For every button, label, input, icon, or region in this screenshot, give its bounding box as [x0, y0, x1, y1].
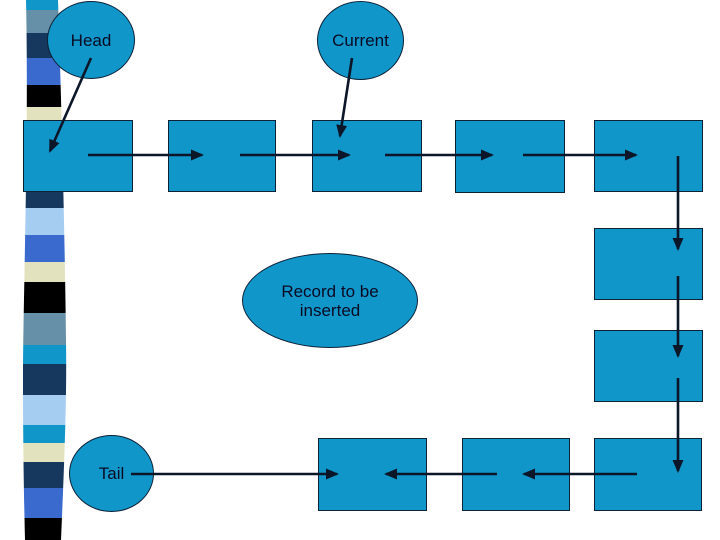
- list-node-4: [455, 120, 565, 193]
- list-node-5: [594, 120, 703, 192]
- current-label: Current: [332, 31, 389, 50]
- list-node-10: [594, 438, 702, 511]
- head-pointer-bubble: Head: [47, 1, 135, 79]
- list-node-3: [312, 120, 422, 192]
- list-node-8: [318, 438, 427, 511]
- tail-label: Tail: [98, 464, 125, 483]
- list-node-2: [168, 120, 276, 192]
- list-node-6: [594, 228, 703, 300]
- record-to-insert-bubble: Record to be inserted: [242, 253, 418, 348]
- head-label: Head: [70, 30, 112, 50]
- list-node-7: [594, 330, 703, 402]
- tail-pointer-bubble: Tail: [69, 435, 154, 512]
- record-label: Record to be inserted: [281, 281, 379, 320]
- list-node-9: [462, 438, 570, 511]
- list-node-1: [23, 120, 133, 192]
- current-pointer-bubble: Current: [317, 1, 404, 80]
